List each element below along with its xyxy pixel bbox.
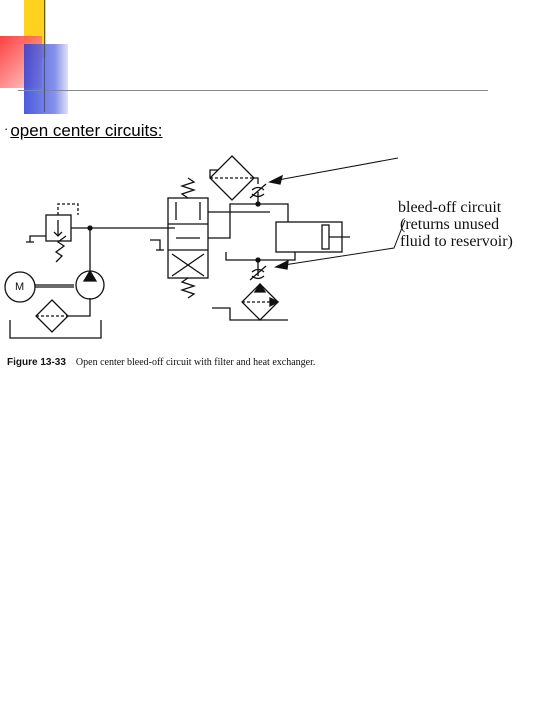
hydraulic-circuit-diagram	[4, 155, 406, 339]
slide-heading: ·open center circuits:	[4, 121, 162, 141]
deco-horizontal-line	[18, 90, 488, 91]
motor-icon	[4, 271, 74, 303]
return-filter-icon	[212, 260, 288, 321]
heat-exchanger-icon	[209, 155, 259, 201]
figure-caption-text: Open center bleed-off circuit with filte…	[75, 357, 316, 368]
needle-valve-icon	[249, 183, 267, 204]
pump-icon	[75, 228, 105, 300]
relief-valve-icon	[26, 203, 90, 263]
annotation-line-2: (returns unused	[400, 216, 500, 233]
motor-label: M	[15, 281, 25, 293]
heading-text: open center circuits:	[10, 121, 163, 140]
figure-caption: Figure 13-33 Open center bleed-off circui…	[7, 357, 315, 368]
filter-icon	[35, 298, 91, 333]
annotation-line-1: bleed-off circuit	[398, 199, 502, 216]
deco-vertical-line	[44, 0, 45, 112]
heading-bullet: ·	[4, 121, 9, 136]
reservoir-icon	[9, 320, 102, 339]
figure-label: Figure 13-33	[7, 357, 66, 368]
directional-valve-icon	[150, 177, 209, 299]
cylinder-icon	[225, 221, 350, 261]
annotation-line-3: fluid to reservoir)	[400, 233, 513, 250]
deco-blue-square	[24, 44, 68, 114]
